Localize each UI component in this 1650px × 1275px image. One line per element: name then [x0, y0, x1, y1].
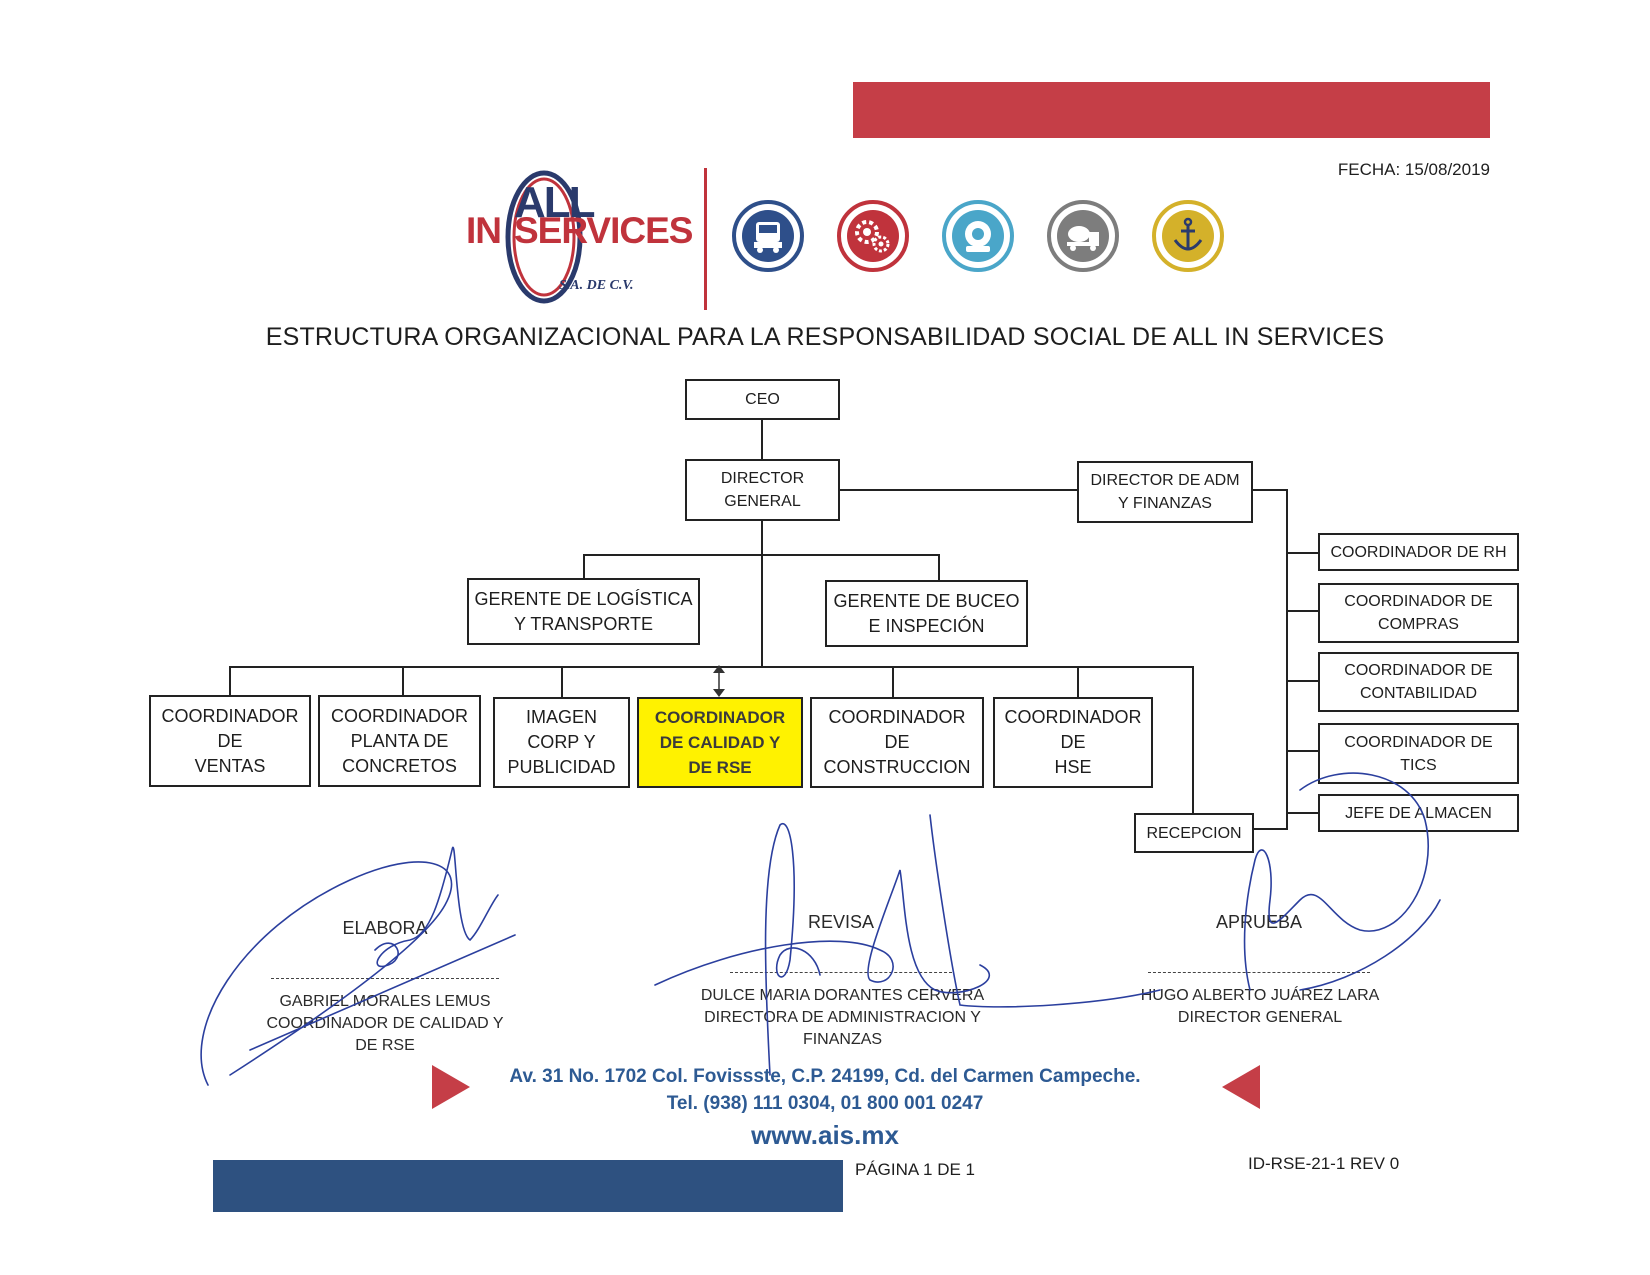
connector-line	[1192, 666, 1194, 814]
org-box-coord-planta: COORDINADOR PLANTA DE CONCRETOS	[318, 695, 481, 787]
connector-line	[839, 489, 1077, 491]
page-title: ESTRUCTURA ORGANIZACIONAL PARA LA RESPON…	[265, 323, 1385, 351]
org-box-coord-calidad: COORDINADOR DE CALIDAD Y DE RSE	[637, 697, 803, 788]
connector-line	[1286, 552, 1320, 554]
signature-line-revisa	[730, 972, 952, 973]
footer-address: Av. 31 No. 1702 Col. Fovissste, C.P. 241…	[509, 1066, 1141, 1087]
signature-line-elabora	[271, 978, 499, 979]
connector-line	[1286, 812, 1320, 814]
org-box-ceo: CEO	[685, 379, 840, 420]
connector-line	[1077, 666, 1079, 698]
double-arrow-icon	[713, 665, 725, 697]
footer-triangle-left-icon	[432, 1065, 470, 1109]
connector-line	[229, 666, 1194, 668]
page-number: PÁGINA 1 DE 1	[855, 1160, 975, 1179]
connector-line	[1252, 489, 1288, 491]
footer-website[interactable]: www.ais.mx	[751, 1120, 899, 1150]
connector-line	[1286, 489, 1288, 829]
org-box-coord-contabilidad: COORDINADOR DE CONTABILIDAD	[1318, 652, 1519, 712]
signature-line-aprueba	[1148, 972, 1370, 973]
header-red-bar	[853, 82, 1490, 138]
connector-line	[402, 666, 404, 695]
logo-divider	[704, 168, 707, 310]
diving-helmet-icon	[942, 200, 1014, 272]
org-box-coord-tics: COORDINADOR DE TICS	[1318, 723, 1519, 784]
aprueba-name: HUGO ALBERTO JUÁREZ LARA DIRECTOR GENERA…	[1140, 987, 1380, 1026]
company-logo: ALL IN SERVICES S.A. DE C.V.	[462, 168, 693, 306]
connector-line	[938, 554, 940, 580]
footer-phone: Tel. (938) 111 0304, 01 800 001 0247	[666, 1093, 984, 1114]
logo-in-text: IN	[466, 210, 502, 251]
logo-sub-text: S.A. DE C.V.	[559, 278, 634, 293]
org-box-director-adm: DIRECTOR DE ADM Y FINANZAS	[1077, 461, 1253, 523]
org-box-coord-rh: COORDINADOR DE RH	[1318, 533, 1519, 571]
elabora-name: GABRIEL MORALES LEMUS COORDINADOR DE CAL…	[266, 993, 504, 1054]
org-box-coord-construccion: COORDINADOR DE CONSTRUCCION	[810, 697, 984, 788]
org-box-coord-compras: COORDINADOR DE COMPRAS	[1318, 583, 1519, 643]
connector-line	[583, 554, 940, 556]
org-box-coord-hse: COORDINADOR DE HSE	[993, 697, 1153, 788]
revisa-name: DULCE MARIA DORANTES CERVERA DIRECTORA D…	[700, 987, 985, 1048]
connector-line	[892, 666, 894, 698]
connector-line	[761, 419, 763, 459]
anchor-icon	[1152, 200, 1224, 272]
concrete-mixer-icon	[1047, 200, 1119, 272]
logo-all-text: ALL	[514, 178, 596, 227]
logo-services-text: SERVICES	[514, 210, 693, 251]
connector-line	[761, 520, 763, 668]
signature-elabora-stroke	[374, 846, 499, 968]
document-date: FECHA: 15/08/2019	[1337, 160, 1490, 179]
footer-triangle-right-icon	[1222, 1065, 1260, 1109]
aprueba-label: APRUEBA	[1215, 912, 1303, 932]
elabora-label: ELABORA	[342, 918, 428, 938]
org-box-gerente-logistica: GERENTE DE LOGÍSTICA Y TRANSPORTE	[467, 578, 700, 645]
connector-line	[1286, 610, 1320, 612]
org-box-director-general: DIRECTOR GENERAL	[685, 459, 840, 521]
gears-icon	[837, 200, 909, 272]
connector-line	[583, 554, 585, 578]
org-box-coord-ventas: COORDINADOR DE VENTAS	[149, 695, 311, 787]
connector-line	[1286, 680, 1320, 682]
connector-line	[1254, 828, 1288, 830]
org-box-jefe-almacen: JEFE DE ALMACEN	[1318, 794, 1519, 832]
org-box-recepcion: RECEPCION	[1134, 813, 1254, 853]
org-box-imagen-corp: IMAGEN CORP Y PUBLICIDAD	[493, 697, 630, 788]
connector-line	[1286, 750, 1320, 752]
footer-blue-bar	[213, 1160, 843, 1212]
truck-icon	[732, 200, 804, 272]
revisa-label: REVISA	[807, 912, 875, 932]
org-box-gerente-buceo: GERENTE DE BUCEO E INSPECIÓN	[825, 580, 1028, 647]
connector-line	[229, 666, 231, 695]
document-id: ID-RSE-21-1 REV 0	[1248, 1154, 1400, 1173]
logo-swoosh-icon	[505, 170, 583, 304]
connector-line	[561, 666, 563, 698]
signature-revisa-stroke	[929, 814, 1161, 1008]
